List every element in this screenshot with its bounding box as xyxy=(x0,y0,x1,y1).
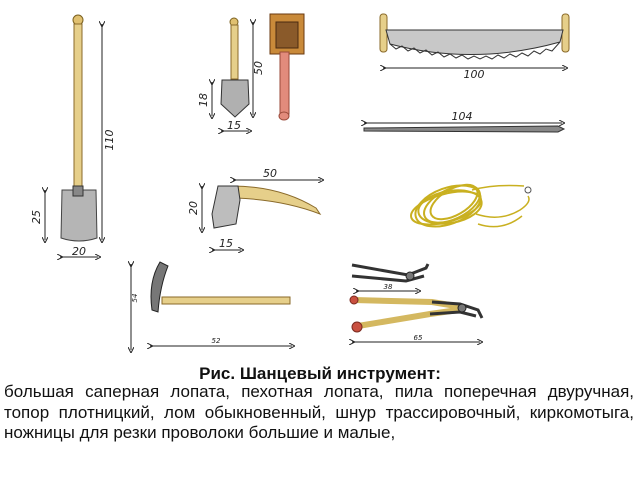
small-shovel-length-label: 50 xyxy=(252,61,265,75)
pickaxe-length-label: 52 xyxy=(212,337,221,345)
pickaxe: 54 52 xyxy=(131,262,292,350)
axe-length-label: 50 xyxy=(263,167,277,180)
crowbar: 104 xyxy=(364,110,566,133)
carpenter-axe: 50 20 15 xyxy=(187,167,321,250)
saw-length-label: 100 xyxy=(464,68,485,81)
big-shovel-blade-label: 25 xyxy=(30,210,43,224)
tools-illustration: 110 25 20 50 18 15 100 104 xyxy=(30,13,570,360)
axe-height-label: 20 xyxy=(187,201,200,215)
big-wire-cutters: 65 xyxy=(350,295,484,342)
small-wire-cutters: 38 xyxy=(351,263,430,291)
small-cutter-length-label: 38 xyxy=(384,283,393,291)
big-cutter-length-label: 65 xyxy=(414,334,423,342)
tracing-cord xyxy=(410,183,532,228)
two-handed-saw: 100 xyxy=(379,13,570,81)
infantry-shovel: 50 18 15 xyxy=(197,17,265,132)
crowbar-length-label: 104 xyxy=(452,110,473,123)
figure-caption-body: большая саперная лопата, пехотная лопата… xyxy=(4,382,634,442)
axe-width-label: 15 xyxy=(219,237,233,250)
figure-caption-title: Рис. Шанцевый инструмент: xyxy=(199,364,441,383)
pickaxe-height-label: 54 xyxy=(131,294,139,303)
shovel-in-cover xyxy=(269,13,305,121)
big-shovel-length-label: 110 xyxy=(103,130,116,151)
small-shovel-width-label: 15 xyxy=(227,119,241,132)
big-sapper-shovel: 110 25 20 xyxy=(30,14,116,258)
big-shovel-width-label: 20 xyxy=(72,245,86,258)
small-shovel-blade-label: 18 xyxy=(197,93,210,107)
